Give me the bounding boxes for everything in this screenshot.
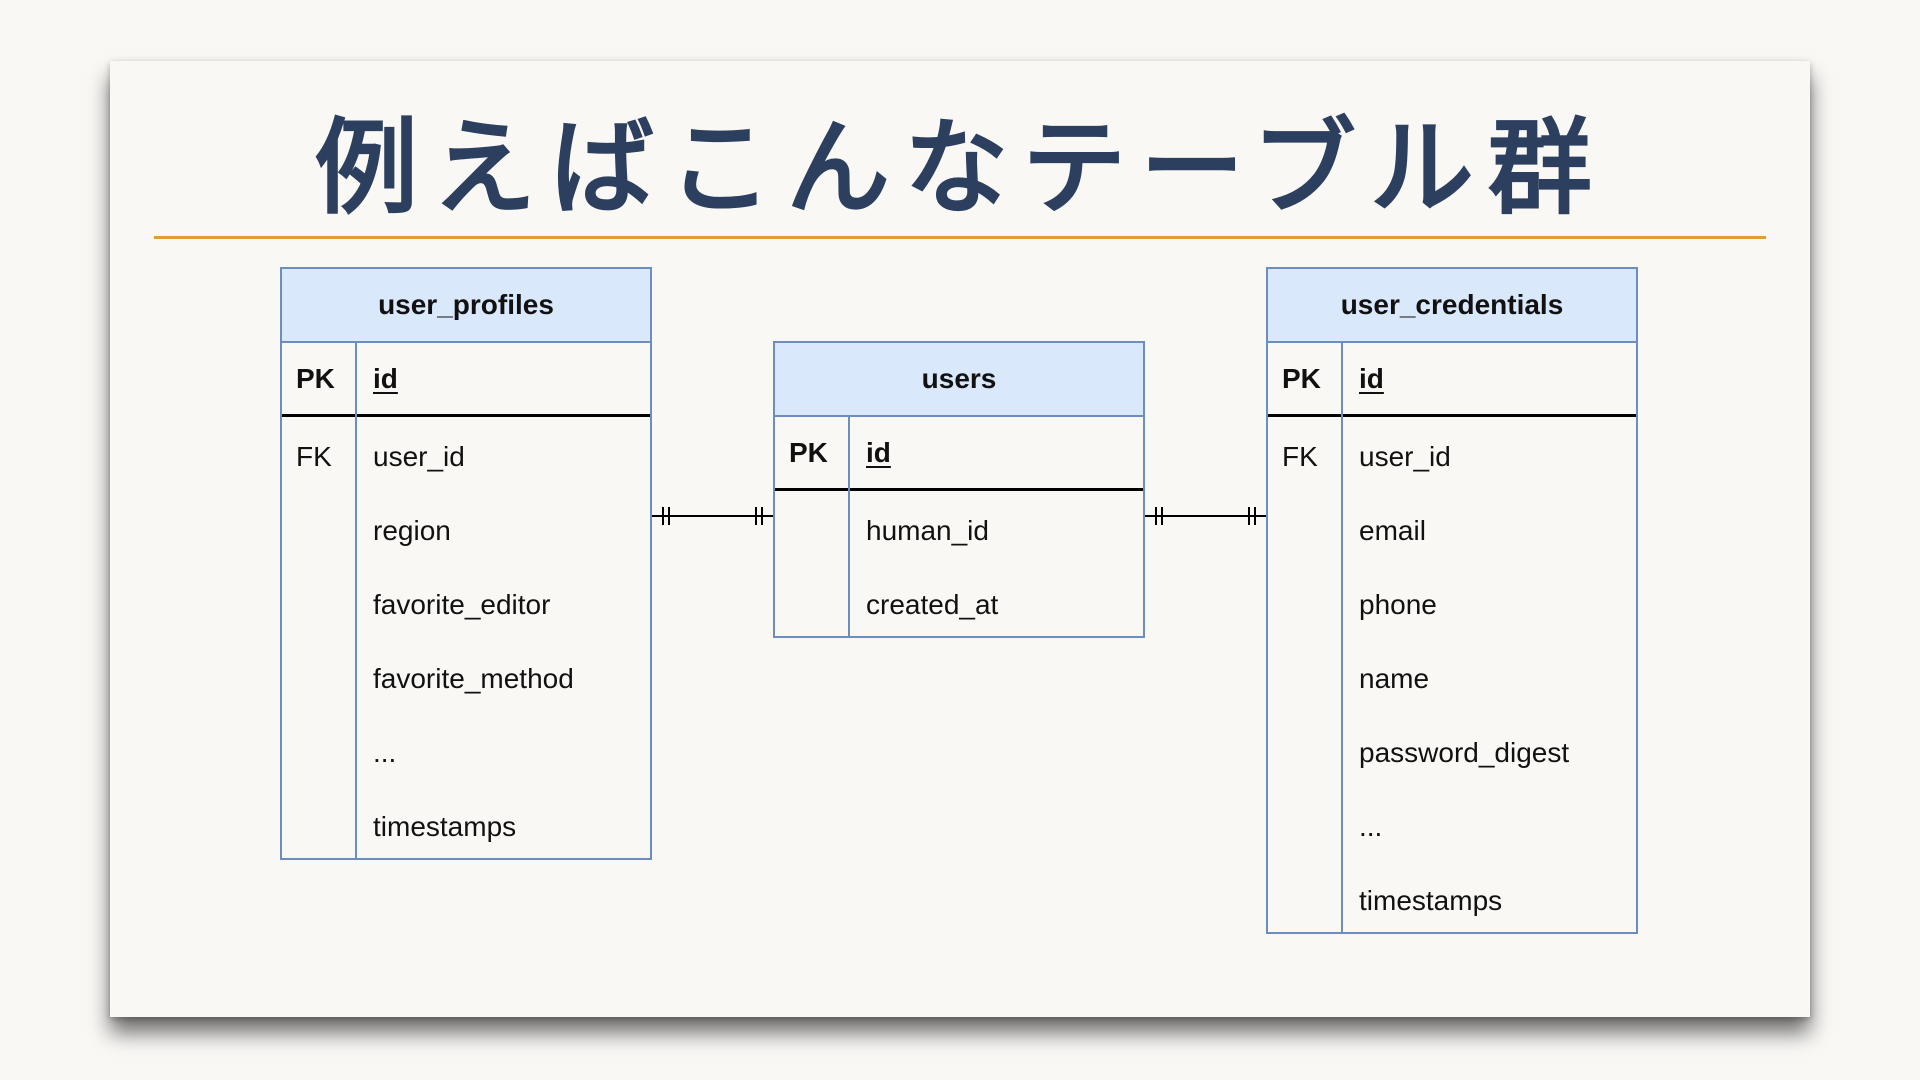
field-row: FK user_id bbox=[1268, 420, 1636, 494]
field-rows: FK user_id email phone name password_dig… bbox=[1268, 417, 1636, 938]
field-row: password_digest bbox=[1268, 716, 1636, 790]
field-row: FK user_id bbox=[282, 420, 650, 494]
pk-row: PK id bbox=[282, 343, 650, 417]
field-name: ... bbox=[1359, 811, 1383, 842]
field-name: phone bbox=[1359, 589, 1437, 620]
field-row: ... bbox=[282, 716, 650, 790]
field-rows: human_id created_at bbox=[775, 491, 1143, 642]
pk-label: PK bbox=[296, 362, 335, 394]
field-row: phone bbox=[1268, 568, 1636, 642]
field-row: timestamps bbox=[1268, 864, 1636, 938]
field-name: email bbox=[1359, 515, 1426, 546]
column-divider bbox=[355, 343, 357, 858]
field-name: ... bbox=[373, 737, 397, 768]
field-name: password_digest bbox=[1359, 737, 1570, 768]
field-row: region bbox=[282, 494, 650, 568]
entity-user-credentials[interactable]: user_credentials PK id FK user_id email … bbox=[1266, 267, 1638, 934]
title-rule bbox=[154, 236, 1766, 239]
entity-header: user_credentials bbox=[1268, 269, 1636, 343]
field-row: created_at bbox=[775, 568, 1143, 642]
field-row: email bbox=[1268, 494, 1636, 568]
pk-field: id bbox=[866, 436, 891, 468]
entity-header: users bbox=[775, 343, 1143, 417]
field-name: favorite_editor bbox=[373, 589, 551, 620]
fk-label: FK bbox=[1282, 441, 1318, 472]
pk-row: PK id bbox=[1268, 343, 1636, 417]
entity-user-profiles[interactable]: user_profiles PK id FK user_id region fa… bbox=[280, 267, 652, 860]
field-row: favorite_method bbox=[282, 642, 650, 716]
pk-field: id bbox=[373, 362, 398, 394]
pk-row: PK id bbox=[775, 417, 1143, 491]
pk-field: id bbox=[1359, 362, 1384, 394]
field-row: timestamps bbox=[282, 790, 650, 864]
relationship-profiles-users bbox=[652, 507, 773, 525]
column-divider bbox=[1341, 343, 1343, 932]
field-name: region bbox=[373, 515, 451, 546]
field-name: name bbox=[1359, 663, 1430, 694]
pk-label: PK bbox=[789, 436, 828, 468]
field-row: human_id bbox=[775, 494, 1143, 568]
slide: 例えばこんなテーブル群 user_profiles PK id FK user_… bbox=[110, 61, 1810, 1017]
slide-title: 例えばこんなテーブル群 bbox=[314, 107, 1606, 229]
field-row: favorite_editor bbox=[282, 568, 650, 642]
field-rows: FK user_id region favorite_editor favori… bbox=[282, 417, 650, 864]
field-name: timestamps bbox=[373, 811, 517, 842]
field-name: user_id bbox=[1359, 441, 1451, 472]
fk-label: FK bbox=[296, 441, 332, 472]
field-name: timestamps bbox=[1359, 885, 1503, 916]
field-row: ... bbox=[1268, 790, 1636, 864]
field-name: created_at bbox=[866, 589, 999, 620]
field-name: favorite_method bbox=[373, 663, 574, 694]
entity-users[interactable]: users PK id human_id created_at bbox=[773, 341, 1145, 638]
relationship-users-credentials bbox=[1145, 507, 1266, 525]
field-name: user_id bbox=[373, 441, 465, 472]
field-name: human_id bbox=[866, 515, 989, 546]
pk-label: PK bbox=[1282, 362, 1321, 394]
column-divider bbox=[848, 417, 850, 636]
entity-header: user_profiles bbox=[282, 269, 650, 343]
field-row: name bbox=[1268, 642, 1636, 716]
